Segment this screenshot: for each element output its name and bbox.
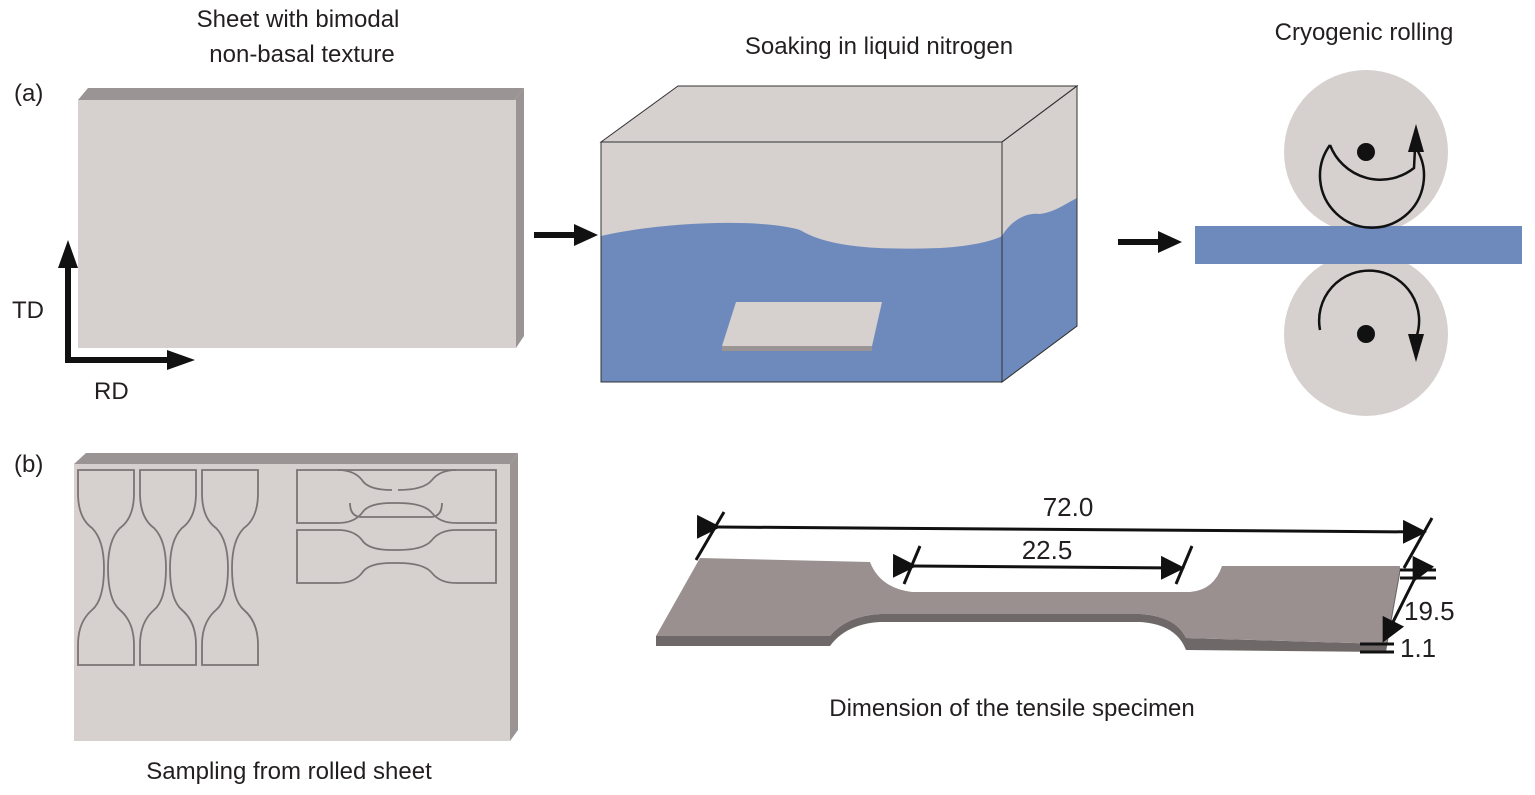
axis-td-label: TD xyxy=(12,297,44,324)
axis-rd-label: RD xyxy=(94,378,129,405)
rolling-mill xyxy=(1195,70,1522,416)
horizontal-specimen-outlines xyxy=(296,469,497,584)
panel-a-label: (a) xyxy=(14,80,44,107)
panel-b-label: (b) xyxy=(14,451,44,478)
sampling-caption: Sampling from rolled sheet xyxy=(146,758,432,785)
process-arrow-2 xyxy=(1118,231,1182,253)
process-arrow-1 xyxy=(534,224,598,246)
vertical-specimen-outlines xyxy=(77,469,259,666)
liquid-nitrogen-tank xyxy=(599,85,1079,383)
rolled-sheet xyxy=(74,453,518,741)
td-rd-axes xyxy=(58,240,195,370)
dimension-22-5 xyxy=(892,545,1194,585)
dim-total-length: 72.0 xyxy=(1042,492,1094,522)
step1-title-line2: non-basal texture xyxy=(209,41,395,68)
dim-width: 19.5 xyxy=(1404,596,1455,626)
step1-title-line1: Sheet with bimodal xyxy=(196,6,400,33)
specimen-caption: Dimension of the tensile specimen xyxy=(829,695,1195,722)
dim-gauge-length: 22.5 xyxy=(1021,535,1073,565)
tensile-specimen xyxy=(656,558,1400,652)
dimension-19-5 xyxy=(1360,555,1436,654)
step2-title: Soaking in liquid nitrogen xyxy=(744,33,1014,60)
step3-title: Cryogenic rolling xyxy=(1274,19,1454,46)
initial-sheet xyxy=(78,88,524,348)
dim-thickness: 1.1 xyxy=(1400,633,1437,663)
